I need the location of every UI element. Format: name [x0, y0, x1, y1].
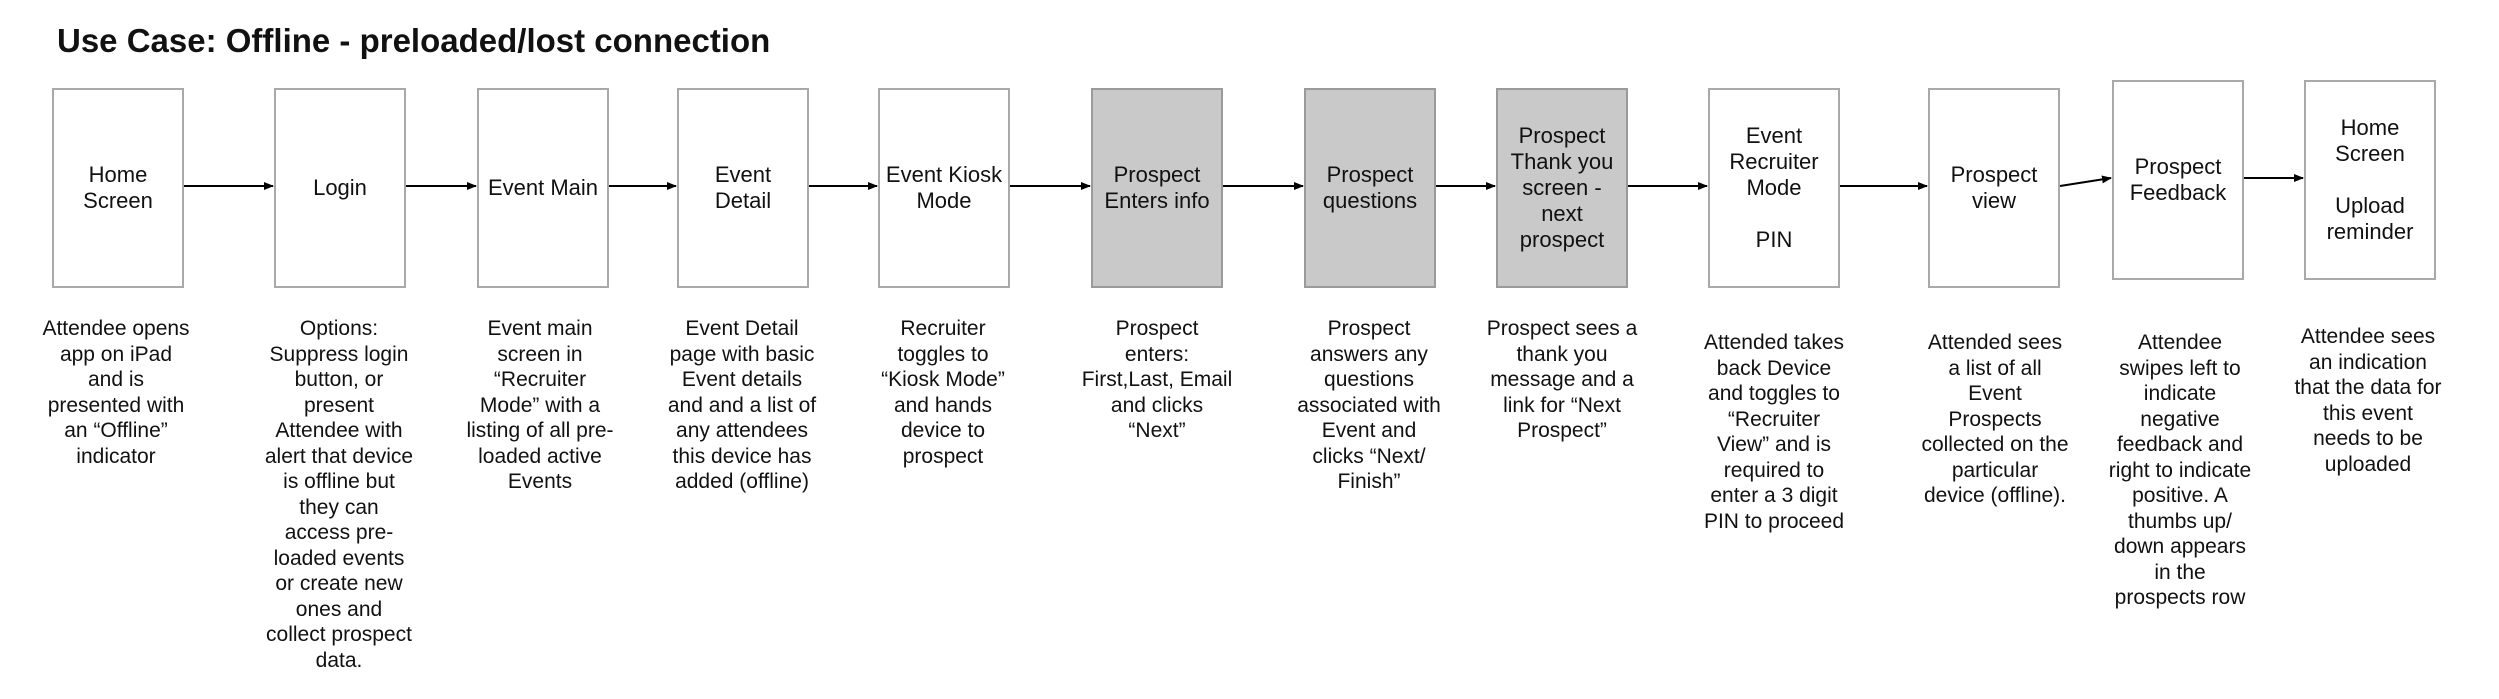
step-desc-prospect-questions: Prospect answers any questions associate… — [1297, 317, 1441, 493]
step-desc-event-detail: Event Detail page with basic Event detai… — [667, 317, 817, 493]
step-box-event-kiosk-mode: Event Kiosk Mode — [878, 88, 1010, 288]
step-desc-event-kiosk-mode: Recruiter toggles to “Kiosk Mode” and ha… — [881, 317, 1005, 468]
step-desc-event-recruiter-mode: Attended takes back Device and toggles t… — [1703, 331, 1845, 533]
step-box-prospect-feedback: Prospect Feedback — [2112, 80, 2244, 280]
step-desc-prospect-thank-you: Prospect sees a thank you message and a … — [1486, 317, 1638, 442]
step-desc-prospect-feedback: Attendee swipes left to indicate negativ… — [2108, 331, 2252, 609]
step-box-prospect-enters-info: Prospect Enters info — [1091, 88, 1223, 288]
diagram-title: Use Case: Offline - preloaded/lost conne… — [57, 22, 771, 59]
step-desc-login: Options: Suppress login button, or prese… — [264, 317, 414, 672]
step-box-event-recruiter-mode: Event Recruiter Mode PIN — [1708, 88, 1840, 288]
step-box-prospect-questions: Prospect questions — [1304, 88, 1436, 288]
step-box-event-main: Event Main — [477, 88, 609, 288]
step-box-home-screen: Home Screen — [52, 88, 184, 288]
step-desc-prospect-enters-info: Prospect enters: First,Last, Email and c… — [1081, 317, 1233, 442]
flow-arrow — [2059, 175, 2112, 187]
step-box-prospect-view: Prospect view — [1928, 88, 2060, 288]
step-box-login: Login — [274, 88, 406, 288]
step-box-event-detail: Event Detail — [677, 88, 809, 288]
step-desc-event-main: Event main screen in “Recruiter Mode” wi… — [466, 317, 614, 493]
step-box-home-upload-reminder: Home Screen Upload reminder — [2304, 80, 2436, 280]
step-box-prospect-thank-you: Prospect Thank you screen - next prospec… — [1496, 88, 1628, 288]
step-desc-home-screen: Attendee opens app on iPad and is presen… — [42, 317, 190, 468]
step-desc-prospect-view: Attended sees a list of all Event Prospe… — [1921, 331, 2069, 507]
step-desc-home-upload-reminder: Attendee sees an indication that the dat… — [2294, 325, 2442, 476]
